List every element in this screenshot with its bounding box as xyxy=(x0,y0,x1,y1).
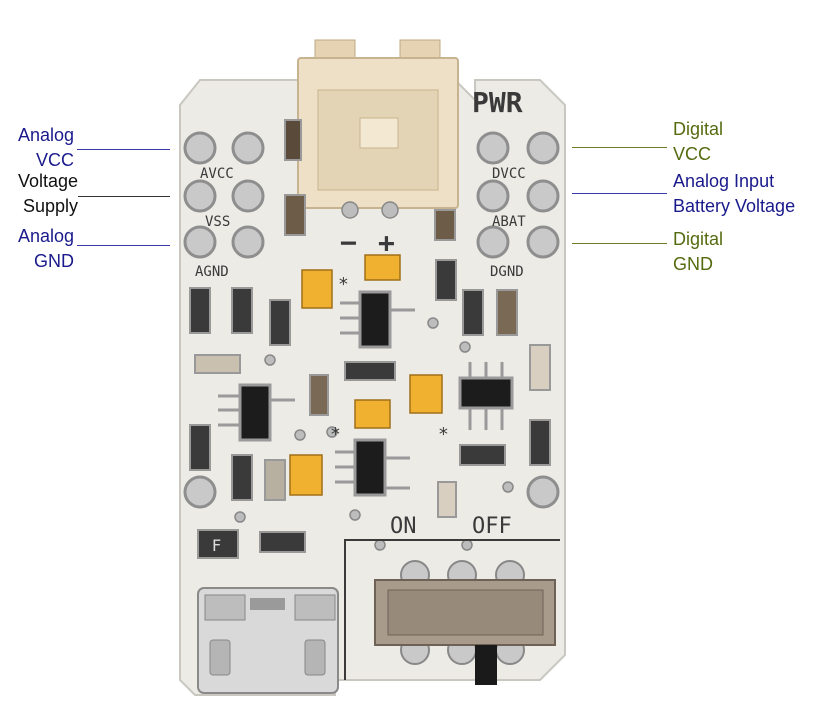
silk-plus: + xyxy=(378,226,395,259)
label-analog-input-battery: Analog Input Battery Voltage xyxy=(673,169,795,219)
label-analog-input-battery-line1: Analog Input xyxy=(673,171,775,191)
pointer-analog-vcc xyxy=(77,149,170,150)
silk-f: F xyxy=(212,536,221,555)
label-analog-input-battery-line2: Battery Voltage xyxy=(673,196,796,216)
integrated-circuits xyxy=(218,290,514,497)
silk-abat: ABAT xyxy=(492,214,526,230)
tantalum-capacitors xyxy=(289,254,443,496)
silk-vss: VSS xyxy=(205,214,230,230)
label-voltage-supply-line1: Voltage xyxy=(17,171,78,191)
silk-avcc: AVCC xyxy=(200,166,234,182)
silk-star-3: * xyxy=(438,424,449,445)
label-digital-gnd-line1: Digital xyxy=(673,229,724,249)
label-digital-vcc-line2: VCC xyxy=(673,144,712,164)
vias xyxy=(234,201,514,551)
left-header-pins xyxy=(183,131,265,509)
label-digital-vcc: Digital VCC xyxy=(673,117,723,167)
label-digital-vcc-line1: Digital xyxy=(673,119,724,139)
silk-off: OFF xyxy=(472,514,512,539)
passives xyxy=(189,119,551,559)
label-analog-gnd-line1: Analog xyxy=(17,226,74,246)
pointer-voltage-supply xyxy=(78,196,170,197)
label-analog-vcc-line2: VCC xyxy=(35,150,74,170)
silk-dvcc: DVCC xyxy=(492,166,526,182)
pointer-digital-gnd xyxy=(572,243,667,244)
silk-on: ON xyxy=(390,514,417,539)
micro-usb-connector xyxy=(197,587,339,694)
silk-dgnd: DGND xyxy=(490,264,524,280)
label-analog-vcc: Analog VCC xyxy=(0,123,74,173)
pointer-analog-gnd xyxy=(77,245,170,246)
switch-silk-outline xyxy=(344,539,560,680)
label-analog-gnd: Analog GND xyxy=(0,224,74,274)
silk-pwr: PWR xyxy=(472,86,523,119)
label-voltage-supply-line2: Supply xyxy=(22,196,78,216)
silk-agnd: AGND xyxy=(195,264,229,280)
silk-minus: − xyxy=(340,226,357,259)
silk-star-2: * xyxy=(330,424,341,445)
silk-star-1: * xyxy=(338,274,349,295)
pointer-analog-input-battery xyxy=(572,193,667,194)
pointer-digital-vcc xyxy=(572,147,667,148)
slide-switch xyxy=(374,560,556,685)
label-voltage-supply: Voltage Supply xyxy=(0,169,78,219)
right-header-pins xyxy=(476,131,560,509)
label-analog-gnd-line2: GND xyxy=(34,251,74,271)
label-digital-gnd-line2: GND xyxy=(673,254,713,274)
label-analog-vcc-line1: Analog xyxy=(17,125,74,145)
jst-connector xyxy=(297,39,459,209)
label-digital-gnd: Digital GND xyxy=(673,227,723,277)
